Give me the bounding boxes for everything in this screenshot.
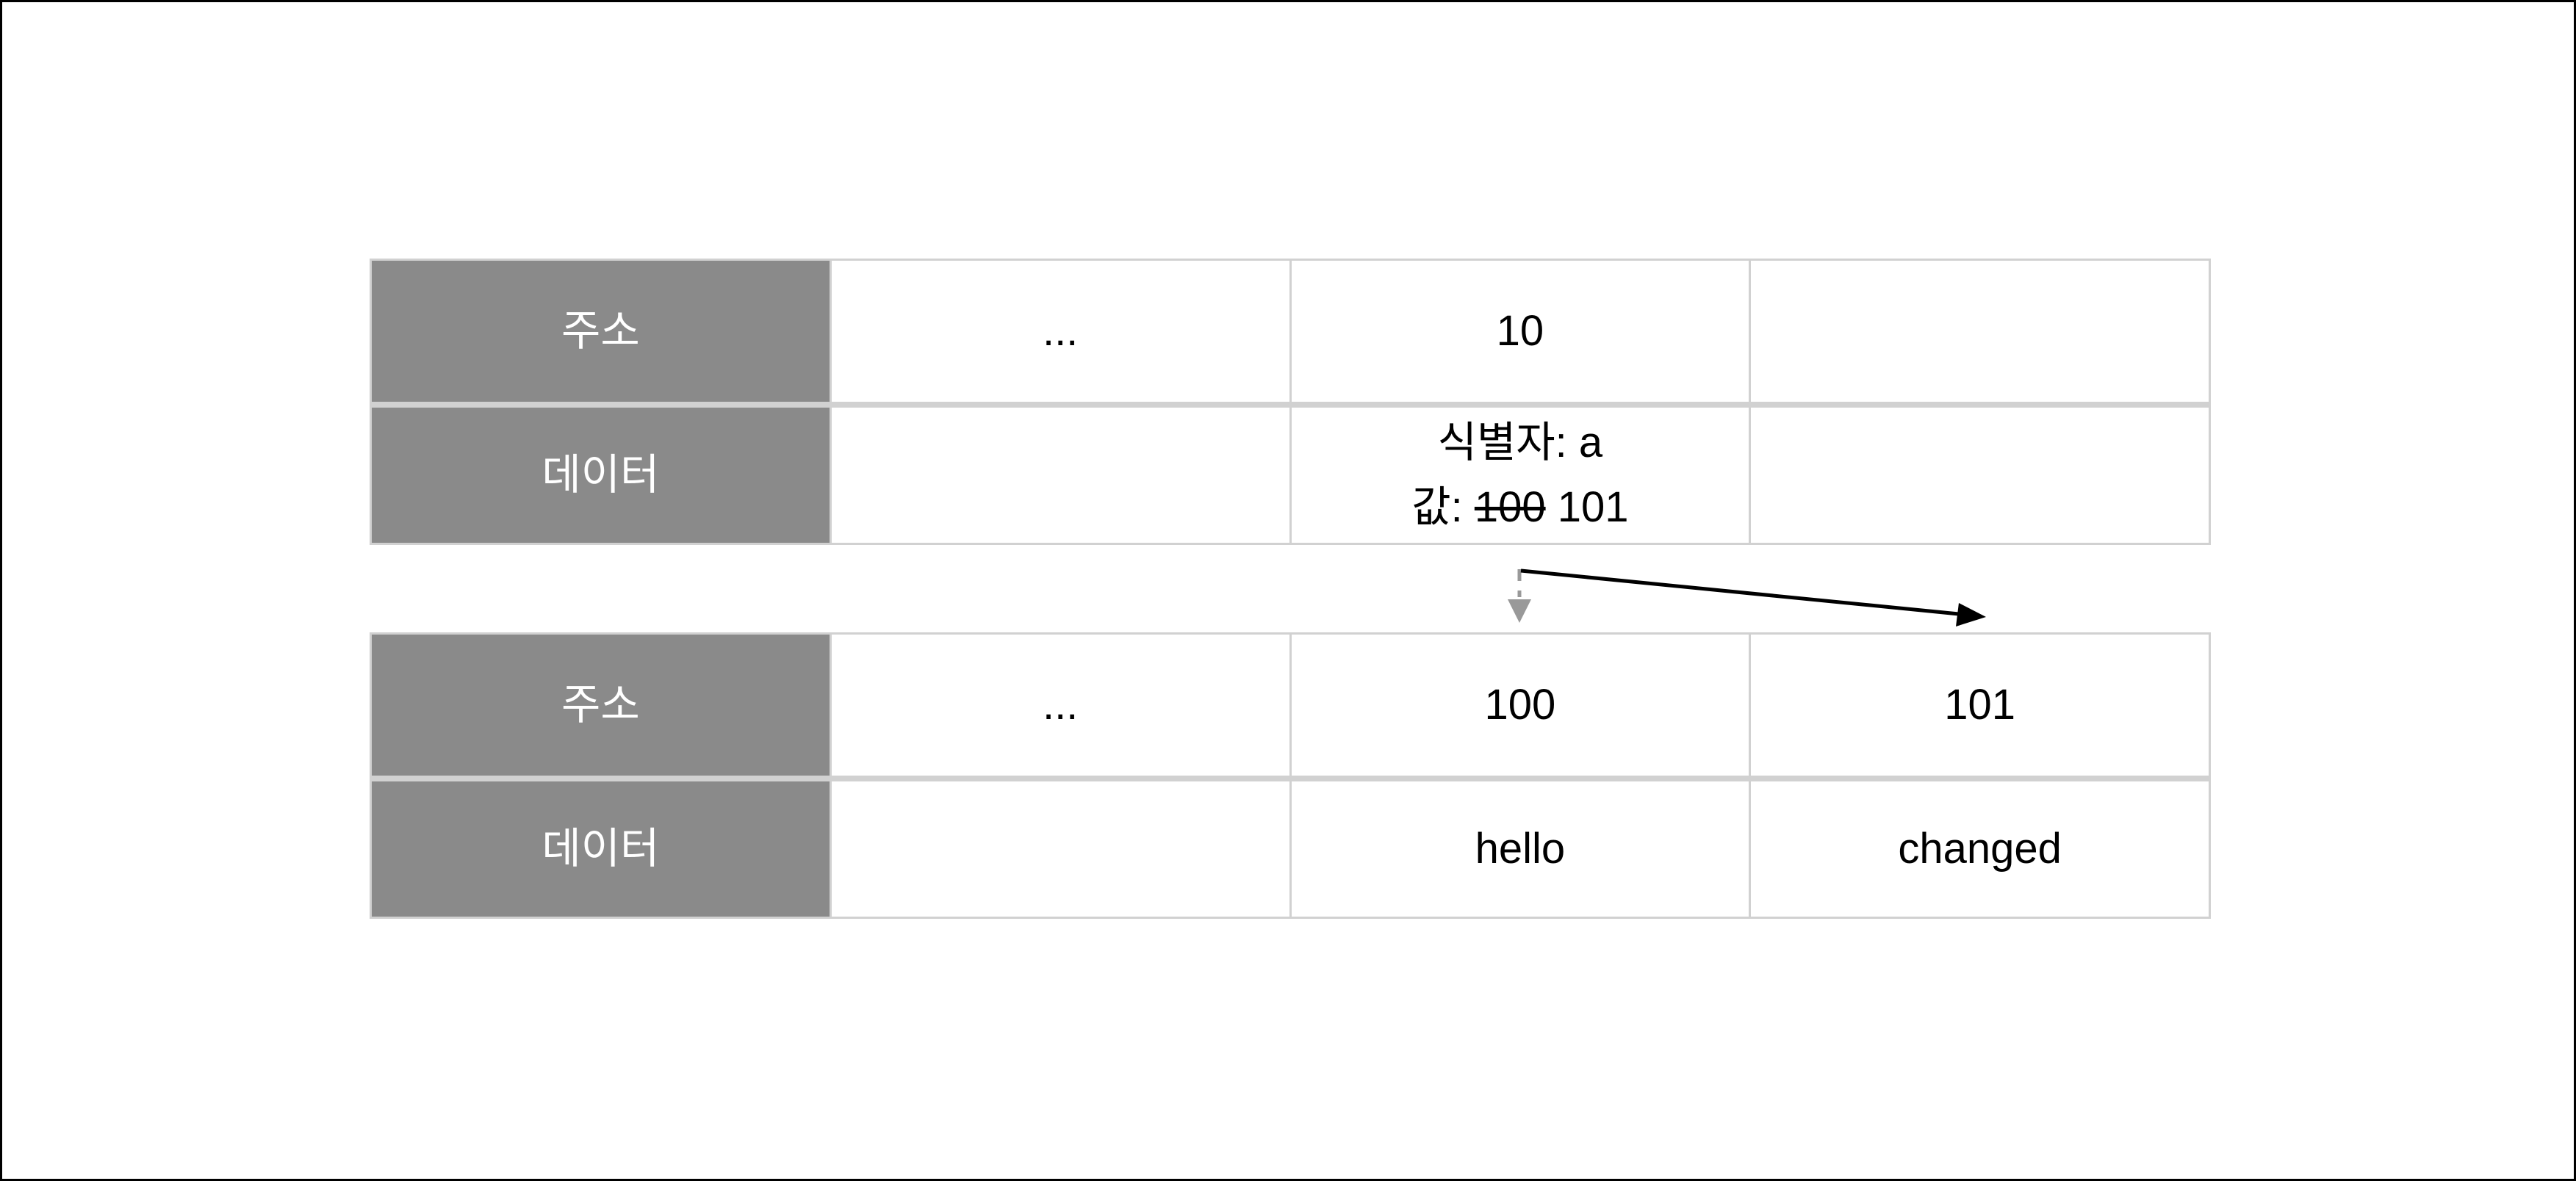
after-address-100-cell: 100 — [1291, 635, 1749, 776]
old-value-strikethrough: 100 — [1474, 483, 1546, 531]
after-data-changed-cell: changed — [1751, 781, 2209, 917]
after-address-row-header: 주소 — [372, 635, 830, 776]
after-data-empty-cell — [831, 781, 1289, 917]
before-address-ellipsis-cell: ... — [831, 261, 1289, 402]
before-address-empty-cell — [1751, 261, 2209, 402]
before-data-empty-cell-1 — [831, 408, 1289, 543]
before-address-row-header: 주소 — [372, 261, 830, 402]
after-address-ellipsis-cell: ... — [831, 635, 1289, 776]
before-data-empty-cell-2 — [1751, 408, 2209, 543]
memory-table-before: 주소 ... 10 데이터 식별자: a 값: 100 101 — [370, 259, 2211, 545]
after-address-101-cell: 101 — [1751, 635, 2209, 776]
before-data-row-header: 데이터 — [372, 408, 830, 543]
new-value: 101 — [1557, 483, 1629, 531]
after-data-hello-cell: hello — [1291, 781, 1749, 917]
variable-value-line: 값: 100 101 — [1411, 475, 1628, 540]
variable-identifier-line: 식별자: a — [1437, 419, 1603, 466]
before-variable-cell: 식별자: a 값: 100 101 — [1291, 408, 1749, 543]
memory-table-after: 주소 ... 100 101 데이터 hello changed — [370, 632, 2211, 919]
value-label: 값: — [1411, 483, 1463, 531]
after-data-row-header: 데이터 — [372, 781, 830, 917]
solid-diagonal-arrow — [1520, 568, 1986, 626]
dashed-down-arrow — [1508, 569, 1531, 623]
before-address-10-cell: 10 — [1291, 261, 1749, 402]
